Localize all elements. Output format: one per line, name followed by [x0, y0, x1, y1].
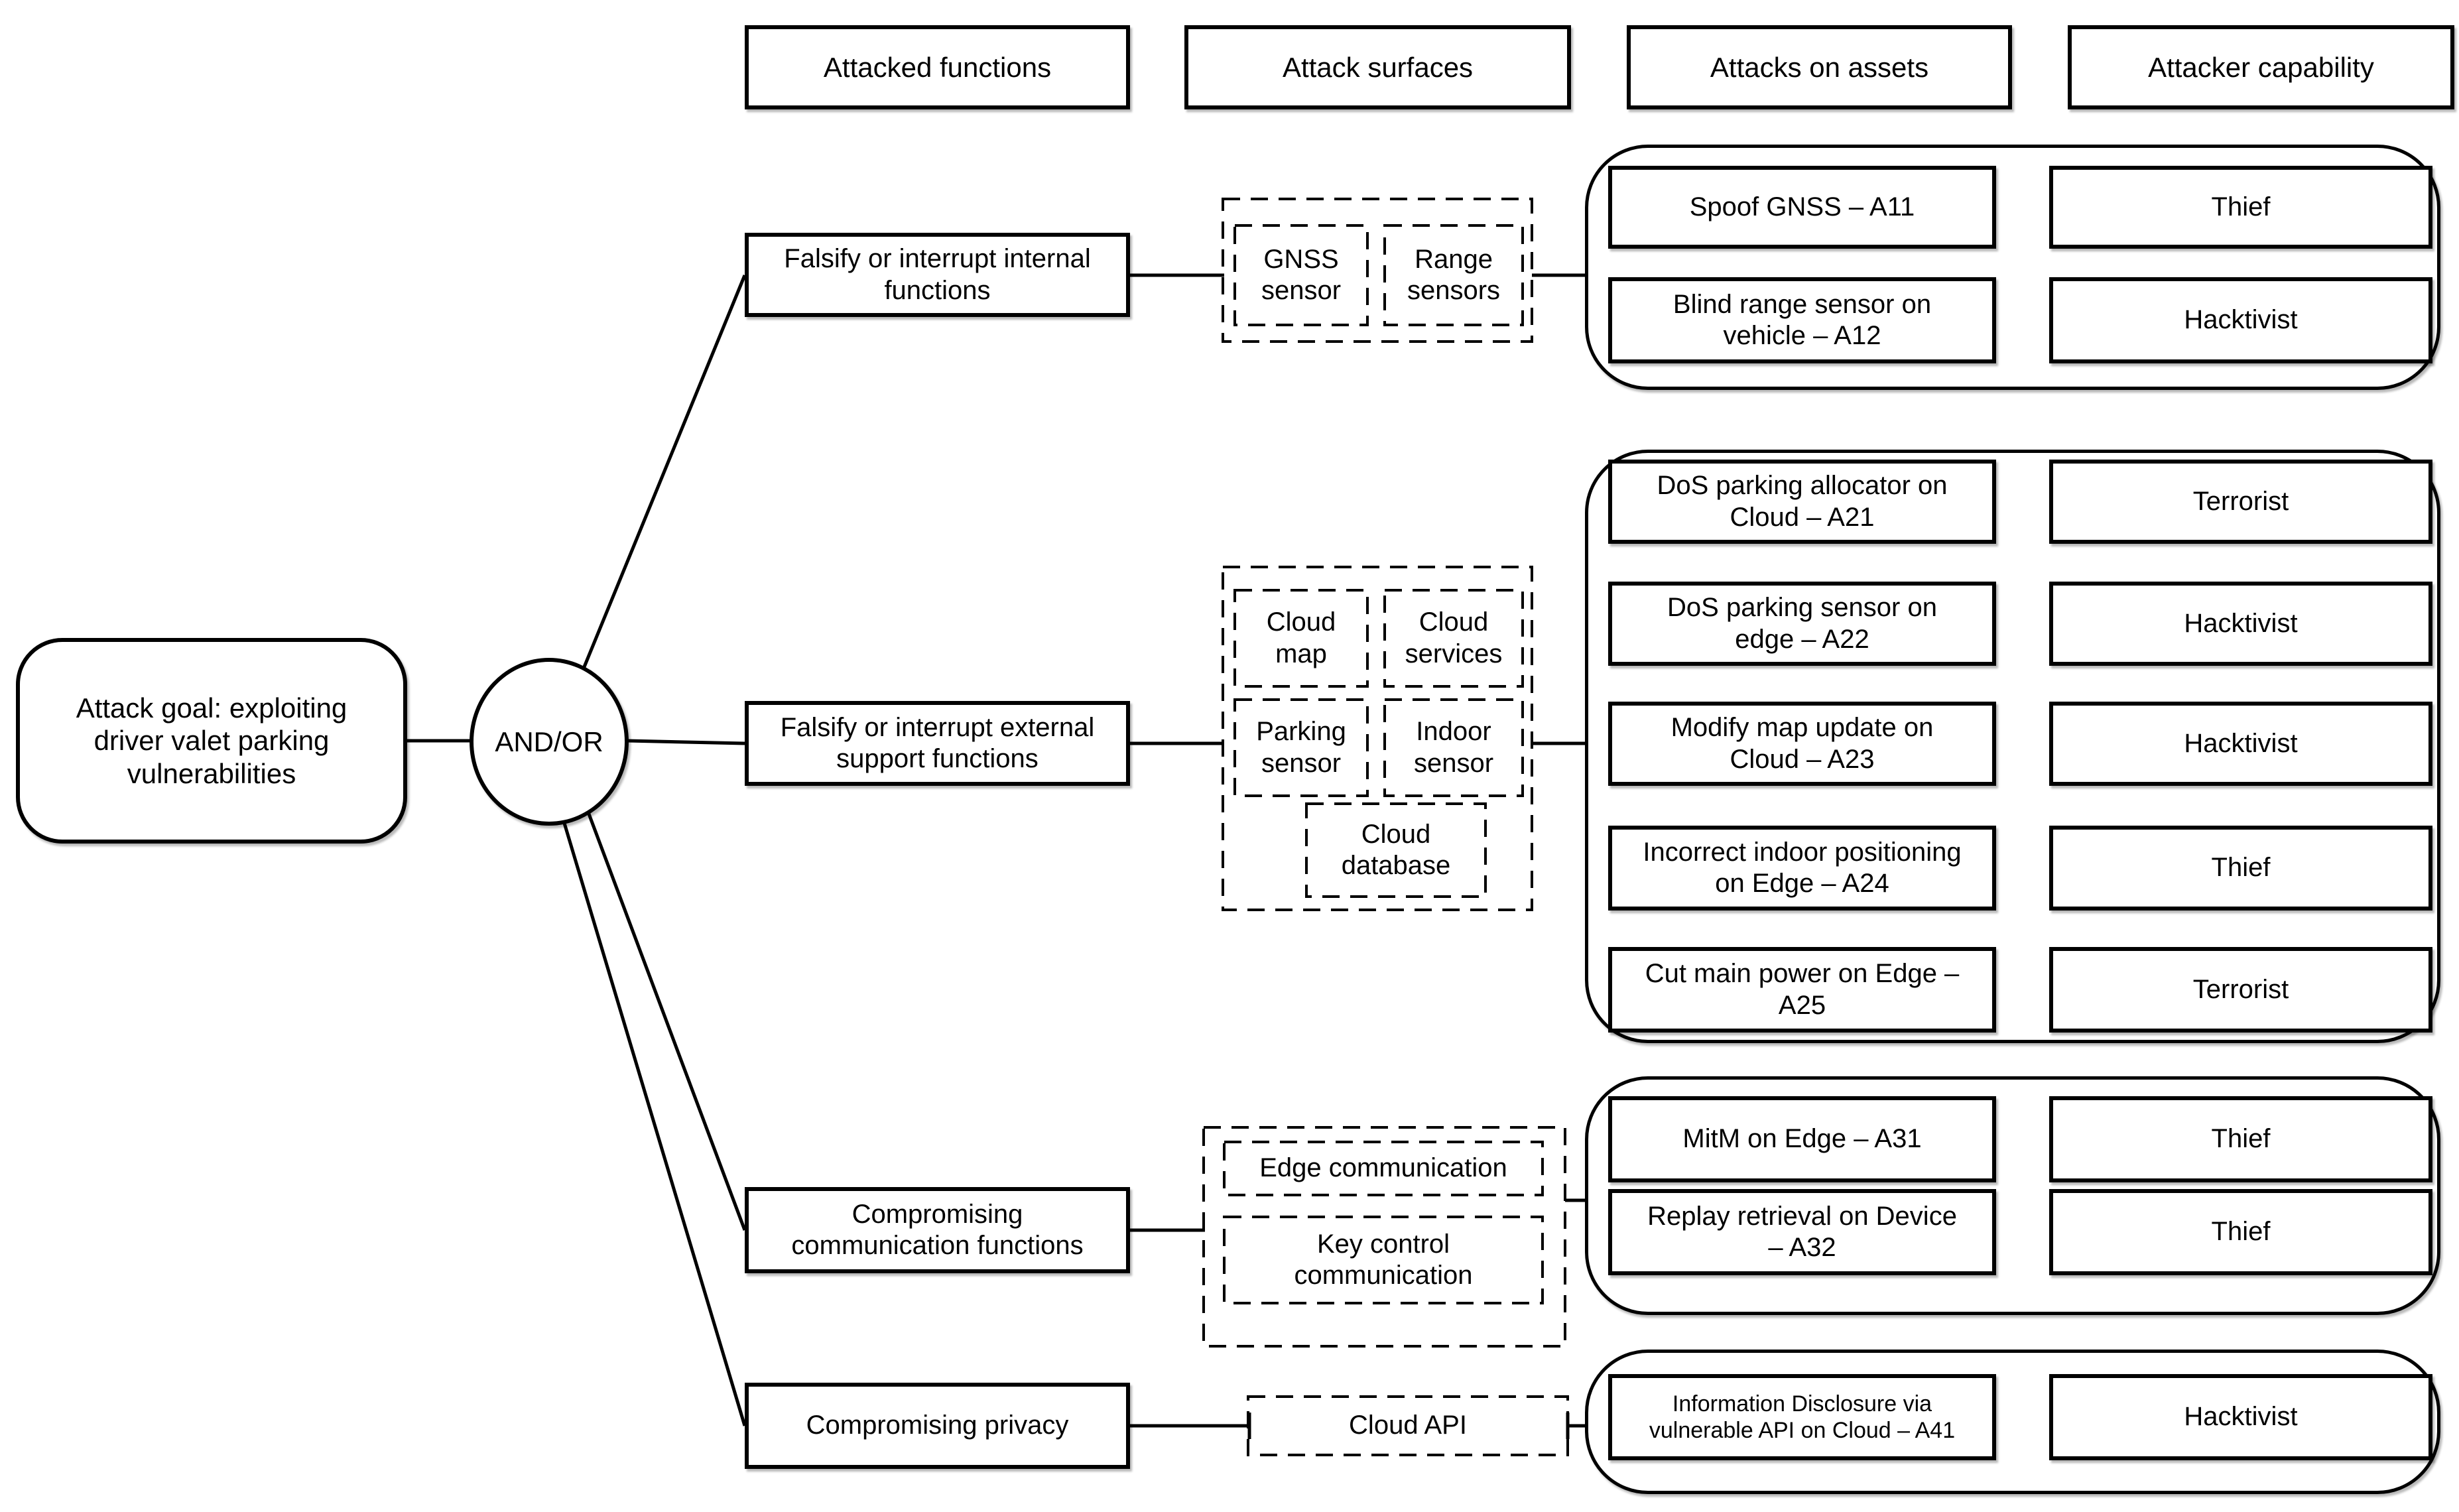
attack-a23: Modify map update on Cloud – A23	[1608, 702, 1996, 786]
surface-cloud-database: Cloud database	[1341, 819, 1451, 880]
surface-cloud-database-border	[1305, 802, 1487, 898]
and-or-gate: AND/OR	[470, 658, 629, 826]
surface-range-sensors: Range sensors	[1407, 244, 1501, 305]
function-internal: Falsify or interrupt internal functions	[745, 233, 1130, 317]
surface-gnss-sensor-border	[1233, 224, 1369, 326]
surface-cloud-services-border	[1383, 589, 1524, 688]
attack-a41: Information Disclosure via vulnerable AP…	[1608, 1374, 1996, 1460]
attack-a32: Replay retrieval on Device – A32	[1608, 1189, 1996, 1275]
capability-a32: Thief	[2049, 1189, 2432, 1275]
attack-a31: MitM on Edge – A31	[1608, 1096, 1996, 1182]
capability-a21: Terrorist	[2049, 460, 2432, 544]
connector-gate-external	[627, 739, 745, 745]
surface-gnss-sensor: GNSS sensor	[1261, 244, 1342, 305]
function-external: Falsify or interrupt external support fu…	[745, 701, 1130, 786]
connector-gate-communication	[586, 810, 747, 1231]
header-attack-surfaces: Attack surfaces	[1184, 25, 1571, 109]
header-attacker-capability: Attacker capability	[2068, 25, 2454, 109]
connector-gate-privacy	[562, 820, 747, 1426]
surface-group-external-border	[1222, 566, 1533, 911]
capability-a31: Thief	[2049, 1096, 2432, 1182]
attack-a11: Spoof GNSS – A11	[1608, 166, 1996, 249]
connector-gate-internal	[582, 275, 747, 669]
surface-indoor-sensor: Indoor sensor	[1413, 717, 1494, 778]
surface-edge-communication: Edge communication	[1259, 1153, 1507, 1183]
surface-edge-communication-border	[1223, 1141, 1544, 1196]
attack-a12: Blind range sensor on vehicle – A12	[1608, 277, 1996, 363]
surface-cloud-map: Cloud map	[1266, 607, 1336, 668]
surface-cloud-services: Cloud services	[1405, 607, 1503, 668]
header-attacked-functions: Attacked functions	[745, 25, 1130, 109]
surface-range-sensors-border	[1383, 224, 1524, 326]
surface-group-internal-border	[1222, 198, 1533, 343]
capability-a23: Hacktivist	[2049, 702, 2432, 786]
surface-indoor-sensor-border	[1383, 698, 1524, 797]
surface-parking-sensor-border	[1233, 698, 1369, 797]
capability-a11: Thief	[2049, 166, 2432, 249]
capability-a25: Terrorist	[2049, 947, 2432, 1033]
attack-a25: Cut main power on Edge – A25	[1608, 947, 1996, 1033]
capability-a41: Hacktivist	[2049, 1374, 2432, 1460]
surface-key-control-communication: Key control communication	[1294, 1229, 1473, 1290]
function-communication: Compromising communication functions	[745, 1187, 1130, 1273]
surface-cloud-api: Cloud API	[1349, 1411, 1467, 1440]
surface-cloud-map-border	[1233, 589, 1369, 688]
capability-a12: Hacktivist	[2049, 277, 2432, 363]
capability-a24: Thief	[2049, 826, 2432, 911]
function-privacy: Compromising privacy	[745, 1383, 1130, 1469]
attack-a21: DoS parking allocator on Cloud – A21	[1608, 460, 1996, 544]
surface-cloud-api-border	[1247, 1395, 1569, 1456]
attack-a24: Incorrect indoor positioning on Edge – A…	[1608, 826, 1996, 911]
dashed-boxes	[1202, 198, 1569, 1456]
surface-group-communication-border	[1202, 1126, 1566, 1348]
attack-goal-node: Attack goal: exploiting driver valet par…	[16, 638, 407, 844]
surface-parking-sensor: Parking sensor	[1256, 717, 1346, 778]
surface-key-control-border	[1223, 1216, 1544, 1304]
header-attacks-on-assets: Attacks on assets	[1627, 25, 2012, 109]
capability-a22: Hacktivist	[2049, 582, 2432, 666]
attack-a22: DoS parking sensor on edge – A22	[1608, 582, 1996, 666]
